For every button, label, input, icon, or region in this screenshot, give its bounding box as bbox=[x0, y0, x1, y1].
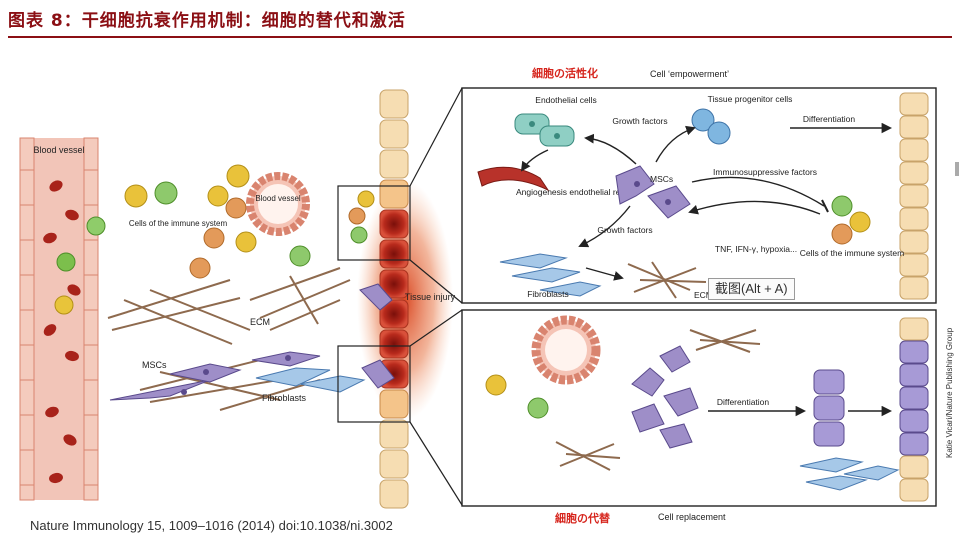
blood-vessel-ring-label: Blood vessel bbox=[255, 194, 301, 203]
immune-cells-label-right: Cells of the immune system bbox=[800, 248, 904, 258]
fibroblasts-label-top: Fibroblasts bbox=[527, 289, 569, 299]
growth-factors-label-top: Growth factors bbox=[612, 116, 667, 126]
blood-vessel-ring: Blood vessel bbox=[246, 172, 310, 236]
heading-empowerment-en: Cell ‘empowerment’ bbox=[650, 69, 729, 79]
immune-cells-left: Cells of the immune system bbox=[124, 164, 311, 279]
differentiation-label-bottom: Differentiation bbox=[717, 397, 770, 407]
vessel-wall-right bbox=[83, 137, 99, 501]
scrollbar-thumb[interactable] bbox=[955, 162, 959, 176]
ecm-label-top: ECM bbox=[694, 290, 713, 300]
screenshot-hint-tooltip[interactable]: 截图(Alt + A) bbox=[708, 278, 795, 300]
central-mscs-icon bbox=[615, 165, 691, 219]
blood-vessel: Blood vessel bbox=[19, 137, 106, 501]
monocyte-icon bbox=[54, 295, 74, 315]
red-blood-cells bbox=[43, 180, 81, 484]
figure-title: 图表 8：干细胞抗衰作用机制：细胞的替代和激活 bbox=[8, 11, 406, 31]
zoom-box-top bbox=[337, 87, 463, 304]
ecm-top-icon bbox=[627, 261, 707, 299]
tnf-label: TNF, IFN-γ, hypoxia... bbox=[715, 244, 797, 254]
tissue-stack-bottom bbox=[899, 317, 929, 502]
citation: Nature Immunology 15, 1009–1016 (2014) d… bbox=[30, 518, 393, 533]
blood-vessel-label: Blood vessel bbox=[33, 145, 84, 155]
tissue-progenitor-icon bbox=[691, 108, 731, 145]
vessel-wall-left bbox=[19, 137, 35, 501]
lymphocyte-icon bbox=[56, 252, 76, 272]
immunosuppressive-label: Immunosuppressive factors bbox=[713, 167, 817, 177]
tissue-injury-label: Tissue injury bbox=[405, 292, 456, 302]
vessel-ring-bottom-icon bbox=[531, 315, 601, 385]
mscs-label-left: MSCs bbox=[142, 360, 167, 370]
tissue-column: Tissue injury bbox=[348, 89, 456, 509]
heading-replacement-cn: 細胞の代替 bbox=[555, 511, 611, 525]
fibroblasts-label-left: Fibroblasts bbox=[262, 393, 307, 403]
endothelial-cells-icon bbox=[514, 113, 575, 147]
growth-factors-label-bottom: Growth factors bbox=[597, 225, 652, 235]
fibroblasts-bottom-icon bbox=[799, 457, 900, 491]
panel-empowerment: 細胞の活性化 Cell ‘empowerment’ Endothelial ce… bbox=[461, 66, 937, 304]
immune-cells-right-icon bbox=[831, 195, 871, 245]
credit-label: Katie Vicari/Nature Publishing Group bbox=[945, 327, 954, 458]
extravasating-cell-icon bbox=[86, 216, 106, 236]
zoom-box-bottom bbox=[337, 309, 463, 506]
tissue-stack-top bbox=[899, 92, 929, 300]
differentiation-label-top: Differentiation bbox=[803, 114, 856, 124]
mscs-label-top: MSCs bbox=[650, 174, 673, 184]
panel-replacement: 細胞の代替 Cell replacement bbox=[461, 309, 937, 525]
fibroblasts-top-icon bbox=[499, 253, 602, 297]
endothelial-label: Endothelial cells bbox=[535, 95, 596, 105]
progenitor-stack-icon bbox=[813, 369, 845, 447]
angiogenesis-label: Angiogenesis endothelial repair bbox=[516, 187, 635, 197]
mscs-left bbox=[109, 351, 321, 401]
mscs-bottom-icon bbox=[631, 345, 699, 449]
tissue-progenitor-label: Tissue progenitor cells bbox=[708, 94, 793, 104]
heading-replacement-en: Cell replacement bbox=[658, 512, 726, 522]
ecm-label-left: ECM bbox=[250, 317, 270, 327]
fibroblasts-left bbox=[255, 367, 366, 393]
heading-empowerment-cn: 細胞の活性化 bbox=[532, 66, 598, 80]
figure-header: 图表 8：干细胞抗衰作用机制：细胞的替代和激活 bbox=[8, 6, 952, 38]
immune-cells-label: Cells of the immune system bbox=[129, 219, 228, 228]
ecm-fibers-left bbox=[107, 267, 351, 411]
ecm-bottom-icon bbox=[555, 329, 761, 471]
